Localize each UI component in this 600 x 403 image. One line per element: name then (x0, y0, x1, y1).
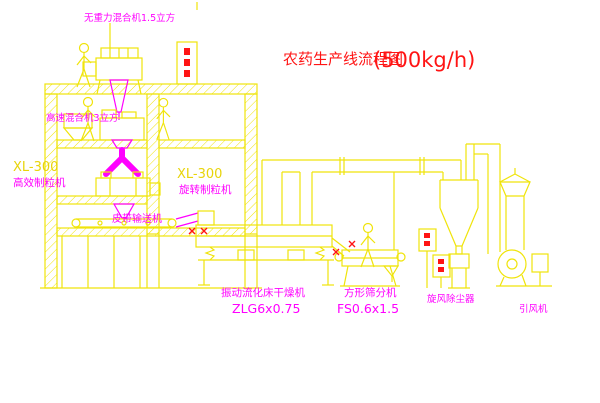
label-gravity-mixer: 无重力混合机1.5立方 (84, 12, 175, 24)
exhaust-duct (261, 157, 462, 250)
control-cabinet-icon (418, 228, 437, 288)
gravity-mixer (82, 23, 143, 120)
label-fan: 引风机 (519, 303, 548, 315)
person-icon (76, 42, 92, 88)
high-speed-mixer (99, 109, 145, 149)
label-left-granulator-model: XL-300 (13, 160, 58, 175)
person-icon (360, 222, 376, 268)
label-dryer-name: 振动流化床干燥机 (221, 286, 305, 299)
diagram-title: 农药生产线流程图 (283, 50, 403, 68)
y-chute (103, 147, 141, 177)
fan-inlet-pipe (466, 143, 501, 254)
building-structure (40, 2, 262, 289)
exhaust-stack (499, 168, 531, 250)
label-left-granulator-name: 高效制粒机 (13, 176, 66, 189)
label-sieve-model: FS0.6x1.5 (337, 301, 399, 316)
square-sieve (332, 240, 406, 287)
label-high-speed-mixer: 高速混合机3立方 (46, 112, 119, 124)
fluid-bed-dryer (188, 210, 351, 286)
label-cyclone: 旋风除尘器 (427, 293, 475, 305)
label-belt-conveyor: 皮带输送机 (112, 212, 162, 225)
control-cabinet-icon (176, 41, 198, 85)
induced-draft-fan (496, 249, 552, 287)
diagram-title-capacity: (500kg/h) (373, 48, 475, 72)
label-sieve-name: 方形筛分机 (344, 286, 397, 299)
belt-conveyor (71, 212, 199, 228)
control-cabinet-icon (432, 254, 451, 288)
cyclone-dust-collector (439, 144, 479, 289)
rotary-granulator (95, 171, 161, 222)
label-dryer-model: ZLG6x0.75 (232, 301, 300, 316)
label-center-granulator-model: XL-300 (177, 167, 222, 182)
label-center-granulator-name: 旋转制粒机 (179, 183, 232, 196)
